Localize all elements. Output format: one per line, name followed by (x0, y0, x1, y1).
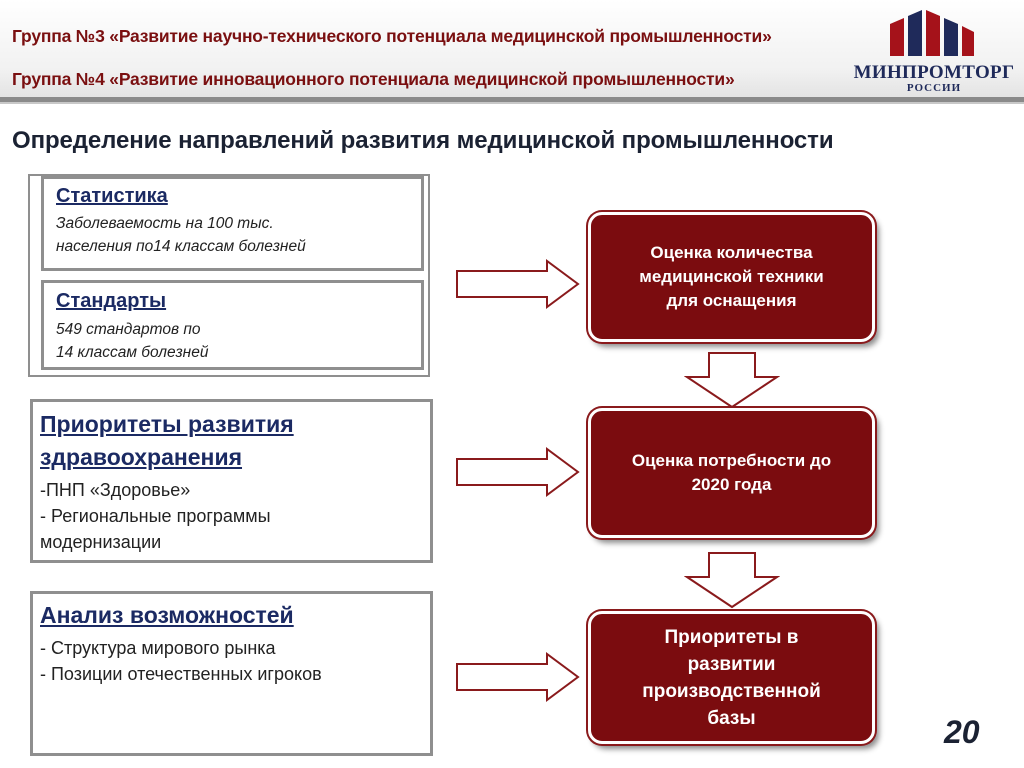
card3-line-4: базы (707, 707, 756, 729)
arrow-right-icon (456, 447, 580, 497)
card1-line-1: Оценка количества (650, 243, 813, 262)
header-bar (0, 0, 1024, 100)
arrow-down-icon (684, 552, 780, 609)
demand-assessment-card: Оценка потребности до 2020 года (588, 408, 875, 538)
arrow-right-icon (456, 259, 580, 309)
priorities-line-2: - Региональные программы (40, 506, 271, 526)
card1-line-3: для оснащения (666, 291, 797, 310)
card2-line-1: Оценка потребности до (631, 451, 832, 470)
minpromtorg-logo: МИНПРОМТОРГ РОССИИ (846, 6, 1022, 94)
logo-subtitle: РОССИИ (906, 82, 962, 94)
group-4-title: Группа №4 «Развитие инновационного потен… (12, 69, 735, 89)
priorities-heading-line-1: Приоритеты развития (40, 411, 294, 437)
standards-box: Стандарты 549 стандартов по 14 классам б… (41, 280, 424, 370)
arrow-right-icon (456, 652, 580, 702)
priorities-heading-line-2: здравоохранения (40, 444, 243, 470)
standards-heading: Стандарты (56, 290, 167, 312)
card3-line-3: производственной (642, 680, 821, 702)
statistics-line-1: Заболеваемость на 100 тыс. (56, 215, 274, 232)
page-title: Определение направлений развития медицин… (12, 127, 834, 154)
priorities-box: Приоритеты развития здравоохранения -ПНП… (30, 399, 433, 563)
group-3-title: Группа №3 «Развитие научно-технического … (12, 26, 772, 46)
logo-name: МИНПРОМТОРГ (853, 62, 1015, 83)
statistics-heading: Статистика (56, 185, 168, 207)
card3-line-1: Приоритеты в (664, 626, 799, 648)
analysis-line-2: - Позиции отечественных игроков (40, 664, 322, 684)
standards-line-2: 14 классам болезней (56, 344, 209, 361)
card2-line-2: 2020 года (691, 475, 772, 494)
header-divider (0, 97, 1024, 102)
card3-line-2: развитии (687, 653, 776, 675)
statistics-line-2: населения по14 классам болезней (56, 238, 306, 255)
priorities-line-1: -ПНП «Здоровье» (40, 480, 191, 500)
equipment-assessment-card: Оценка количества медицинской техники дл… (588, 212, 875, 342)
card1-line-2: медицинской техники (639, 267, 824, 286)
arrow-down-icon (684, 352, 780, 409)
header-divider-light (0, 102, 1024, 104)
production-priorities-card: Приоритеты в развитии производственной б… (588, 611, 875, 744)
standards-line-1: 549 стандартов по (56, 321, 201, 338)
analysis-box: Анализ возможностей - Структура мирового… (30, 591, 433, 756)
logo-emblem-icon (890, 10, 974, 56)
priorities-line-3: модернизации (40, 532, 162, 552)
analysis-heading: Анализ возможностей (40, 602, 294, 628)
page-number: 20 (944, 714, 980, 750)
analysis-line-1: - Структура мирового рынка (40, 638, 276, 658)
statistics-box: Статистика Заболеваемость на 100 тыс. на… (41, 176, 424, 271)
